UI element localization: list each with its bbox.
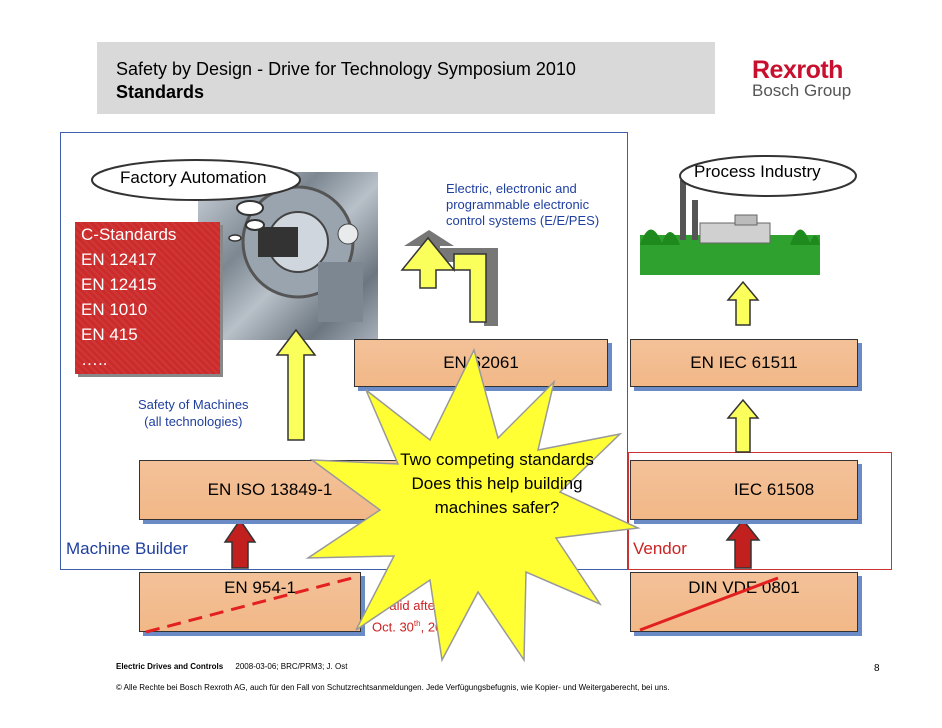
starburst-line: Does this help building xyxy=(411,474,583,493)
strike-line xyxy=(639,576,779,632)
footer-meta: 2008-03-06; BRC/PRM3; J. Ost xyxy=(235,662,348,671)
c-standards-title: C-Standards xyxy=(81,225,177,244)
machine-photo xyxy=(198,172,378,340)
safety-note-line: (all technologies) xyxy=(144,414,243,429)
machine-illustration xyxy=(241,185,363,322)
starburst-text: Two competing standards Does this help b… xyxy=(352,448,642,520)
en-iec-61511-label: EN IEC 61511 xyxy=(690,353,798,372)
c-standard-item: EN 1010 xyxy=(81,300,148,319)
ee-pes-line: Electric, electronic and xyxy=(446,181,577,196)
red-up-arrow-icon xyxy=(223,518,257,569)
c-standard-item: EN 12417 xyxy=(81,250,157,269)
vendor-label: Vendor xyxy=(633,539,687,558)
slide-subtitle: Standards xyxy=(116,82,205,102)
c-standards-box: C-Standards EN 12417 EN 12415 EN 1010 EN… xyxy=(75,222,220,374)
starburst-callout xyxy=(305,347,641,663)
factory-automation-label: Factory Automation xyxy=(120,168,267,187)
bosch-group-label: Bosch Group xyxy=(752,81,852,100)
up-arrow-icon xyxy=(726,398,760,453)
safety-note: Safety of Machines (all technologies) xyxy=(138,396,249,430)
iec-61508-box: IEC 61508 xyxy=(630,460,858,520)
footer-info: Electric Drives and Controls 2008-03-06;… xyxy=(116,662,347,671)
c-standard-item: EN 12415 xyxy=(81,275,157,294)
en-62061-label: EN 62061 xyxy=(443,353,519,372)
iec-61508-label: IEC 61508 xyxy=(733,480,815,499)
factory-automation-cloud xyxy=(91,159,301,242)
footer-company: Electric Drives and Controls xyxy=(116,662,224,671)
safety-note-line: Safety of Machines xyxy=(138,397,249,412)
en-iso-13849-label: EN ISO 13849-1 xyxy=(207,480,333,499)
ee-pes-line: programmable electronic xyxy=(446,197,590,212)
c-standard-item: EN 415 xyxy=(81,325,138,344)
up-arrow-icon xyxy=(726,280,760,326)
footer-copyright: © Alle Rechte bei Bosch Rexroth AG, auch… xyxy=(116,683,670,692)
header-bar xyxy=(97,42,715,114)
ee-pes-note: Electric, electronic and programmable el… xyxy=(446,181,599,229)
en-954-box: EN 954-1 xyxy=(139,572,361,632)
process-industry-cloud xyxy=(679,155,857,197)
dashed-strike-line xyxy=(145,575,357,634)
invalid-date-sup: th xyxy=(413,619,421,628)
slide-title: Safety by Design - Drive for Technology … xyxy=(116,59,576,79)
page-number: 8 xyxy=(874,663,880,674)
en-iec-61511-box: EN IEC 61511 xyxy=(630,339,858,387)
starburst-line: machines safer? xyxy=(434,498,560,517)
ee-pes-line: control systems (E/E/PES) xyxy=(446,213,600,228)
rexroth-logo: Rexroth xyxy=(752,56,843,84)
process-industry-picture xyxy=(640,175,820,275)
machine-builder-label: Machine Builder xyxy=(66,539,188,558)
starburst-line: Two competing standards xyxy=(400,450,594,469)
en-954-label: EN 954-1 xyxy=(224,578,296,597)
din-vde-label: DIN VDE 0801 xyxy=(688,578,800,597)
bent-arrow-icon xyxy=(400,236,487,323)
up-arrow-icon xyxy=(275,328,317,441)
c-standard-item: ….. xyxy=(81,350,108,369)
invalid-date-text: Oct. 30 xyxy=(372,619,414,635)
process-industry-label: Process Industry xyxy=(694,162,821,181)
din-vde-box: DIN VDE 0801 xyxy=(630,572,858,632)
starburst-shape xyxy=(305,347,641,663)
red-up-arrow-icon xyxy=(725,518,761,569)
